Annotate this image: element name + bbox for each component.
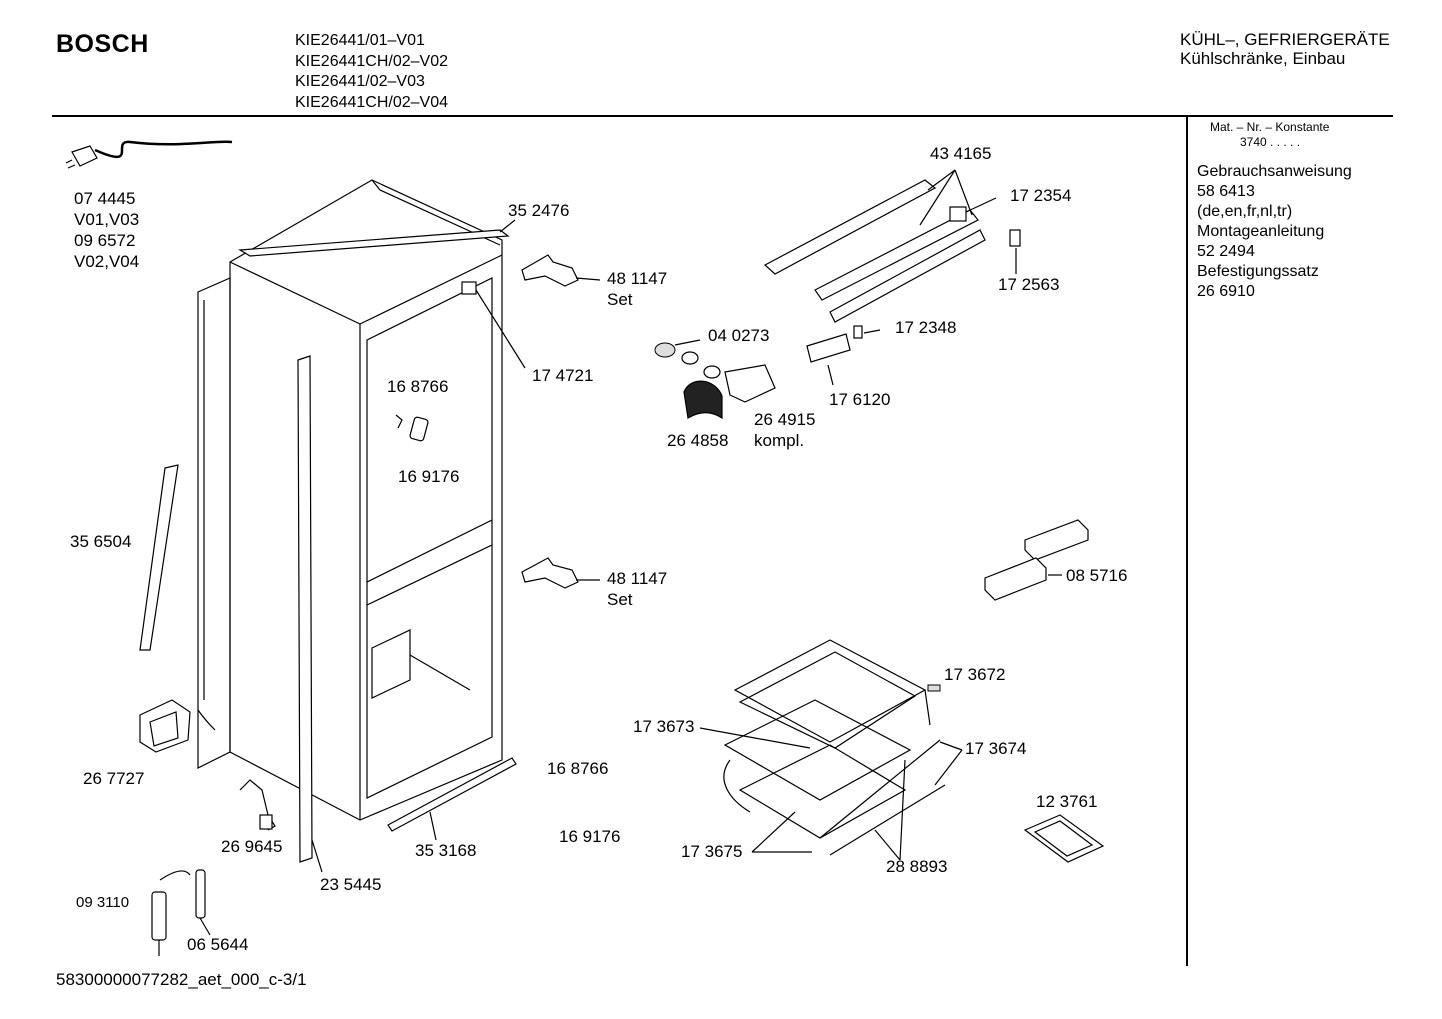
label-235445: 23 5445 [320, 875, 382, 894]
label-v02v04: V02,V04 [74, 252, 140, 271]
top-strip-part [238, 219, 516, 257]
label-352476: 35 2476 [508, 201, 570, 220]
label-065644: 06 5644 [187, 935, 249, 954]
thermostat-part [151, 869, 211, 956]
doc-item-6: Befestigungssatz [1197, 263, 1319, 280]
label-168766-upper: 16 8766 [387, 377, 449, 396]
clip-part [949, 206, 967, 222]
label-173674: 17 3674 [965, 739, 1027, 758]
document-list: Gebrauchsanweisung 58 6413 (de,en,fr,nl,… [1197, 162, 1352, 302]
brand-logo: BOSCH [56, 30, 149, 58]
power-cable-part [65, 140, 233, 169]
doc-item-2: 58 6413 [1197, 183, 1255, 200]
switch-part [461, 281, 477, 295]
label-kompl: kompl. [754, 431, 805, 450]
control-box-part [139, 699, 191, 753]
label-172348: 17 2348 [895, 318, 957, 337]
label-173675: 17 3675 [681, 842, 743, 861]
label-356504: 35 6504 [70, 532, 132, 551]
label-173673: 17 3673 [633, 717, 695, 736]
label-264858: 26 4858 [667, 431, 729, 450]
hinge-bottom-part [521, 557, 600, 589]
label-269645: 26 9645 [221, 837, 283, 856]
bottom-strip-part [387, 757, 517, 832]
category: KÜHL–, GEFRIERGERÄTE Kühlschränke, Einba… [1180, 30, 1390, 68]
label-096572: 09 6572 [74, 231, 136, 250]
doc-item-1: Gebrauchsanweisung [1197, 163, 1352, 180]
label-085716: 08 5716 [1066, 566, 1128, 585]
label-267727: 26 7727 [83, 769, 145, 788]
label-v01v03: V01,V03 [74, 210, 140, 229]
label-040273: 04 0273 [708, 326, 770, 345]
label-set-top: Set [607, 290, 633, 309]
evaporator-part [723, 639, 946, 856]
label-264915: 26 4915 [754, 410, 816, 429]
label-169176-upper: 16 9176 [398, 467, 460, 486]
model-1: KIE26441/01–V01 [295, 32, 425, 49]
label-481147-bottom: 48 1147 [607, 569, 668, 588]
condenser-part [197, 277, 231, 769]
category-title: KÜHL–, GEFRIERGERÄTE [1180, 30, 1390, 49]
model-4: KIE26441CH/02–V04 [295, 93, 448, 111]
lamp-assembly-part [654, 339, 776, 420]
doc-item-7: 26 6910 [1197, 283, 1255, 300]
model-list: KIE26441/01–V01 KIE26441CH/02–V02 KIE264… [295, 31, 448, 113]
doc-item-4: Montageanleitung [1197, 223, 1325, 240]
label-481147-top: 48 1147 [607, 269, 668, 288]
label-172354: 17 2354 [1010, 186, 1072, 205]
hinge-top-part [521, 254, 601, 287]
ice-pack-part [984, 519, 1089, 601]
category-subtitle: Kühlschränke, Einbau [1180, 49, 1346, 68]
label-434165: 43 4165 [930, 144, 992, 163]
label-176120: 17 6120 [829, 390, 891, 409]
doc-item-5: 52 2494 [1197, 243, 1255, 260]
label-169176-lower: 16 9176 [559, 827, 621, 846]
light-cover-part [806, 333, 851, 363]
seal-strip-part [139, 464, 179, 651]
connector-part [259, 814, 273, 830]
evap-clip-part [927, 684, 941, 692]
side-strip-part [297, 355, 313, 863]
stopper-upper-part [409, 416, 429, 442]
model-2: KIE26441CH/02–V02 [295, 52, 448, 70]
label-093110: 09 3110 [76, 894, 130, 911]
ice-tray-part [1023, 814, 1105, 863]
doc-item-3: (de,en,fr,nl,tr) [1197, 203, 1293, 220]
label-172563: 17 2563 [998, 275, 1060, 294]
document-id: 58300000077282_aet_000_c-3/1 [56, 970, 307, 989]
label-174721: 17 4721 [532, 366, 594, 385]
label-288893: 28 8893 [886, 857, 948, 876]
label-353168: 35 3168 [415, 841, 477, 860]
mat-nr-block: Mat. – Nr. – Konstante 3740 . . . . . [1210, 120, 1329, 150]
rail-part [763, 169, 986, 323]
mat-nr-value: 3740 . . . . . [1240, 135, 1301, 149]
label-074445: 07 4445 [74, 189, 136, 208]
mat-nr-header: Mat. – Nr. – Konstante [1210, 120, 1330, 134]
clip-small-part [1009, 229, 1021, 247]
label-173672: 17 3672 [944, 665, 1006, 684]
cabinet-part [229, 179, 503, 821]
label-set-bottom: Set [607, 590, 633, 609]
label-168766-lower: 16 8766 [547, 759, 609, 778]
model-3: KIE26441/02–V03 [295, 73, 425, 90]
label-123761: 12 3761 [1036, 792, 1098, 811]
lens-part [853, 325, 863, 339]
